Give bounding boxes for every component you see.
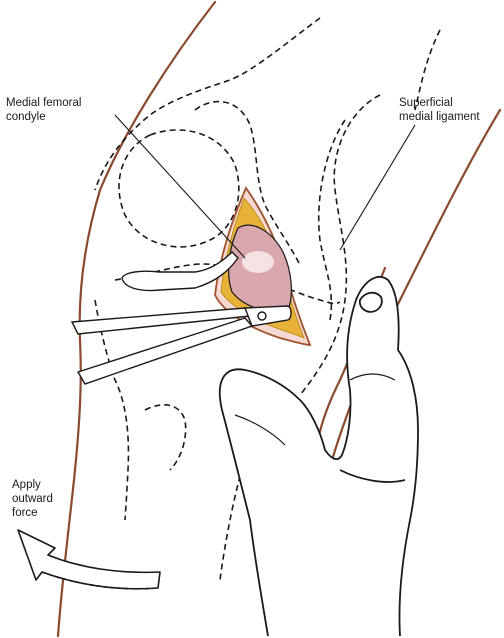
label-apply-outward-force-line2: outward [12,493,53,505]
patella-outline [118,129,240,248]
thumb-nail [358,291,383,313]
tibial-shaft-outline [144,404,187,471]
arrow-icon [17,529,161,590]
ligament-outline [317,119,346,321]
label-superficial-medial-ligament: Superficial medial ligament [399,96,480,124]
femur-outline [94,17,321,191]
hand-outline [218,276,419,637]
condyle-highlight [242,251,274,273]
label-superficial-medial-ligament-line2: medial ligament [399,111,480,123]
leader-line-ligament [339,124,416,251]
leader-line-condyle [114,114,246,259]
label-medial-femoral-condyle-line2: condyle [6,111,46,123]
retractor-icon [121,251,239,292]
label-medial-femoral-condyle-line1: Medial femoral [6,97,82,109]
label-apply-outward-force-line1: Apply [12,479,41,491]
tibia-outline [299,94,381,396]
label-superficial-medial-ligament-line1: Superficial [399,97,453,109]
knuckle-line [349,373,396,381]
fibula-outline [94,299,130,521]
forceps-icon [70,305,292,385]
label-apply-outward-force-line3: force [12,507,38,519]
label-apply-outward-force: Apply outward force [12,478,53,520]
leader-lines [114,114,416,259]
label-medial-femoral-condyle: Medial femoral condyle [6,96,81,124]
retractor-handle [121,251,239,292]
forceps-pivot [257,311,267,321]
force-arrow-shadow [41,571,159,590]
finger-crease [339,469,406,483]
femoral-condyle-outline [194,100,301,266]
finger-line [234,414,286,446]
force-arrow [17,529,161,590]
hand-icon [218,276,419,637]
forceps-jaw [243,305,292,327]
incision [214,186,312,346]
